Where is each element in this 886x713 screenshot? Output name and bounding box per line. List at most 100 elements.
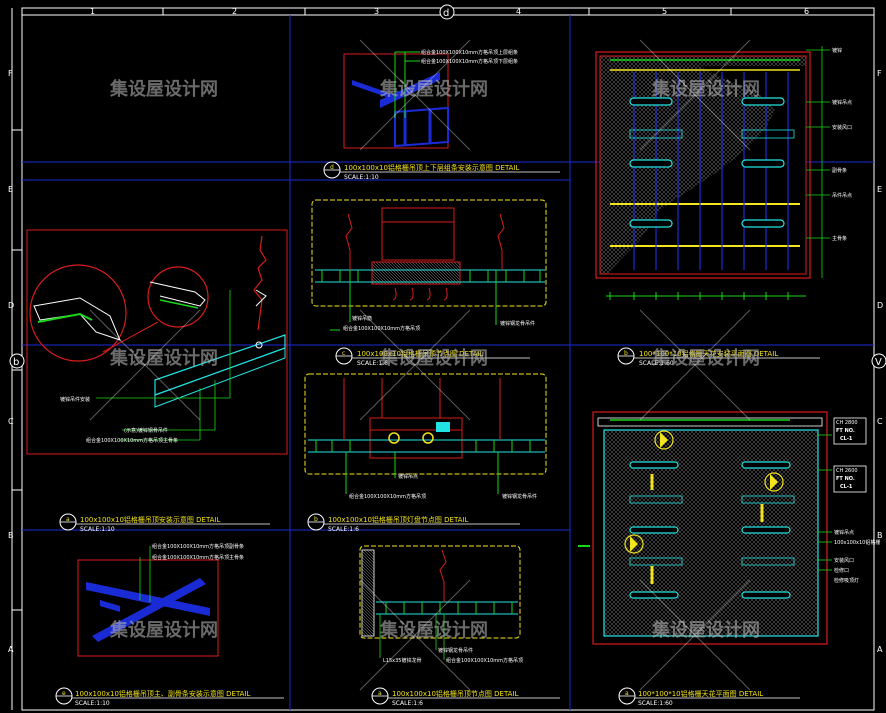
detail-d6-tag-1-ch: CH 2800 (836, 420, 858, 426)
title-d6: a 100*100*10铝格栅天花平面图 DETAIL SCALE:1:60 (618, 687, 800, 707)
col-label-5: 5 (662, 7, 667, 16)
detail-d6-tag-2-ft: FT NO. (836, 476, 855, 482)
title-d2-scale: SCALE:1:6 (357, 360, 388, 367)
title-d8-num: a (378, 690, 382, 697)
watermark-layer: 集设屋设计网 集设屋设计网 集设屋设计网 集设屋设计网 集设屋设计网 集设屋设计… (109, 78, 760, 641)
title-d8-scale: SCALE:1:6 (392, 700, 423, 707)
detail-d3-note-6: 主骨条 (832, 235, 847, 242)
title-d3-num: b (624, 350, 628, 357)
title-d5: b 100x100x10铝格栅吊顶灯盘节点图 DETAIL SCALE:1:6 (307, 513, 520, 533)
row-label-left-c: C (8, 417, 14, 426)
watermark-1: 集设屋设计网 (109, 78, 218, 100)
axis-bubble-top: d (439, 4, 455, 20)
row-label-left-e: E (8, 185, 13, 194)
svg-text:V: V (875, 357, 882, 368)
row-label-left-a: A (8, 645, 14, 654)
detail-d2-note-3: 镀锌钢龙骨吊件 (500, 320, 535, 327)
detail-d3-note-5: 吊件吊点 (832, 192, 852, 199)
title-d1-num: d (330, 164, 334, 171)
title-d4-text: 100x100x10铝格栅吊顶安装示意图 DETAIL (80, 515, 221, 524)
detail-d6-note-1: 镀锌吊点 (834, 529, 854, 536)
watermark-9: 集设屋设计网 (651, 619, 760, 641)
row-label-right-a: A (877, 645, 883, 654)
axis-bubble-left: b (9, 353, 25, 369)
watermark-6: 集设屋设计网 (651, 347, 760, 369)
detail-d6-note-4: 检修口 (834, 567, 849, 574)
detail-d6-drawing (578, 411, 867, 645)
detail-d5-note-1: 镀锌吊点 (398, 473, 418, 480)
title-d6-scale: SCALE:1:60 (638, 700, 673, 707)
row-label-right-d: D (877, 301, 883, 310)
title-d5-num: b (314, 516, 318, 523)
detail-d4-note-1: 镀锌吊件安装 (60, 396, 90, 403)
title-d7: e 100x100x10铝格栅吊顶主、副骨条安装示意图 DETAIL SCALE… (55, 687, 284, 707)
row-ticks (12, 129, 22, 611)
axis-bubble-right: V (871, 353, 886, 369)
title-d8-text: 100x100x10铝格栅吊顶节点图 DETAIL (392, 689, 519, 698)
svg-text:d: d (443, 8, 449, 19)
detail-d8-drawing (359, 545, 521, 660)
svg-text:b: b (13, 357, 19, 368)
detail-d3-note-2: 镀锌吊点 (832, 99, 852, 106)
detail-d4-note-2: (示意)镀锌钢骨吊件 (124, 427, 168, 434)
detail-d3-note-4: 副骨条 (832, 167, 847, 174)
detail-d6-note-5: 检修吸顶灯 (834, 577, 859, 584)
title-d3-text: 100*100*10铝格栅天花安装平面图 DETAIL (639, 349, 778, 358)
watermark-5: 集设屋设计网 (379, 347, 488, 369)
detail-d6-note-3: 安装风口 (834, 557, 854, 564)
detail-d6-note-2: 100x100x10铝格栅 (834, 539, 880, 546)
title-d7-scale: SCALE:1:10 (75, 700, 110, 707)
title-d2-num: c (342, 350, 345, 357)
title-d1-text: 100x100x10铝格栅吊顶上下层组条安装示意图 DETAIL (344, 163, 520, 172)
title-d5-text: 100x100x10铝格栅吊顶灯盘节点图 DETAIL (328, 515, 469, 524)
title-d4: a 100x100x10铝格栅吊顶安装示意图 DETAIL SCALE:1:10 (59, 513, 270, 533)
detail-d8-note-1: L15x35镀锌龙骨 (383, 657, 421, 664)
detail-d5-note-3: 镀锌钢龙骨吊件 (502, 493, 537, 500)
title-d7-num: e (62, 690, 66, 697)
watermark-diagonals (89, 39, 751, 691)
col-label-4: 4 (516, 7, 521, 16)
row-label-right-f: F (877, 69, 882, 78)
detail-d5-drawing (304, 373, 547, 494)
row-label-left-b: B (8, 531, 14, 540)
title-d3-scale: SCALE:1:60 (639, 360, 674, 367)
detail-d1-note-1: 组合金100X100X10mm方格吊顶上层组条 (421, 49, 518, 56)
title-d6-text: 100*100*10铝格栅天花平面图 DETAIL (638, 689, 763, 698)
title-d2-text: 100x100x10铝格栅吊顶节点图 DETAIL (357, 349, 484, 358)
detail-d2-drawing (311, 199, 547, 331)
detail-d3-note-3: 安装风口 (832, 124, 852, 131)
title-d4-num: a (66, 516, 70, 523)
detail-d2-note-1: 组合金100X100X10mm方格吊顶 (343, 325, 420, 332)
col-label-2: 2 (232, 7, 237, 16)
detail-d6-tag-2-ch: CH 2600 (836, 468, 858, 474)
detail-d1-note-2: 组合金100X100X10mm方格吊顶下层组条 (421, 58, 518, 65)
detail-d6-tag-1-cl: CL-1 (840, 436, 853, 442)
watermark-2: 集设屋设计网 (379, 78, 488, 100)
title-d7-text: 100x100x10铝格栅吊顶主、副骨条安装示意图 DETAIL (75, 689, 251, 698)
detail-d5-note-2: 组合金100X100X10mm方格吊顶 (349, 493, 426, 500)
detail-d8-note-2: 镀锌钢龙骨吊件 (438, 647, 473, 654)
detail-d7-note-2: 组合金100X100X10mm方格吊顶主骨条 (152, 554, 244, 561)
title-d3: b 100*100*10铝格栅天花安装平面图 DETAIL SCALE:1:60 (617, 347, 820, 367)
row-label-left-d: D (8, 301, 14, 310)
row-label-right-e: E (877, 185, 882, 194)
detail-d2-note-2: 镀锌吊筋 (352, 315, 372, 322)
col-label-1: 1 (90, 7, 95, 16)
title-d8: a 100x100x10铝格栅吊顶节点图 DETAIL SCALE:1:6 (371, 687, 560, 707)
detail-d6-tag-2-cl: CL-1 (840, 484, 853, 490)
watermark-3: 集设屋设计网 (651, 78, 760, 100)
title-d1: d 100x100x10铝格栅吊顶上下层组条安装示意图 DETAIL SCALE… (323, 161, 560, 181)
title-d1-scale: SCALE:1:10 (344, 174, 379, 181)
watermark-8: 集设屋设计网 (379, 619, 488, 641)
detail-d1-drawing (343, 51, 449, 149)
detail-d8-note-3: 组合金100X100X10mm方格吊顶 (446, 657, 523, 664)
watermark-4: 集设屋设计网 (109, 347, 218, 369)
detail-d4-note-3: 组合金100X100X10mm方格吊顶主骨条 (86, 437, 178, 444)
detail-d3-drawing (595, 46, 830, 300)
title-d5-scale: SCALE:1:6 (328, 526, 359, 533)
detail-d3-note-1: 镀锌 (832, 47, 842, 54)
detail-d6-tag-1-ft: FT NO. (836, 428, 855, 434)
col-label-6: 6 (804, 7, 809, 16)
row-label-left-f: F (8, 69, 13, 78)
